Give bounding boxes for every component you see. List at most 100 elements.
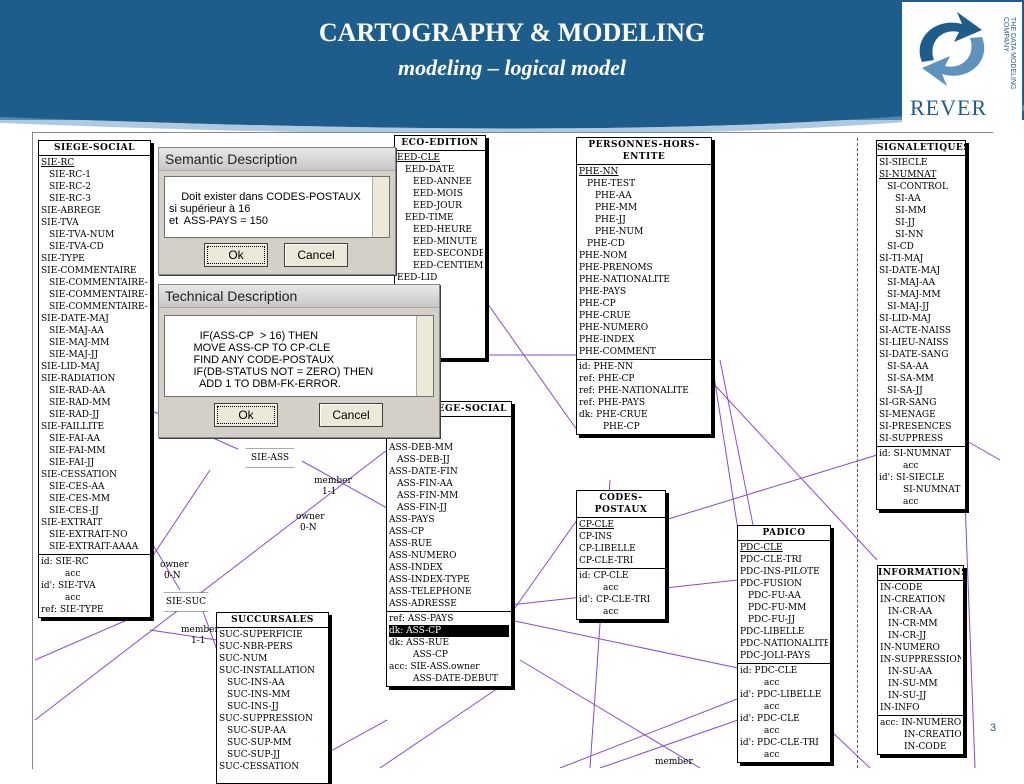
attribute-row[interactable]: SIE-MAJ-AA	[49, 326, 104, 336]
attribute-row[interactable]: ASS-RUE	[389, 539, 432, 549]
attribute-row[interactable]: ASS-PAYS	[389, 515, 435, 525]
attribute-row[interactable]: PHE-AA	[595, 191, 632, 201]
attribute-row[interactable]: EED-TIME	[405, 213, 454, 223]
attribute-row[interactable]: ASS-FIN-MM	[397, 491, 459, 501]
attribute-row[interactable]: IN-NUMERO	[880, 643, 940, 653]
attribute-row[interactable]: SIE-DATE-MAJ	[41, 314, 109, 324]
attribute-row[interactable]: CP-CLE-TRI	[579, 556, 634, 566]
semantic-description-dialog[interactable]: Semantic Description Doit exister dans C…	[158, 147, 396, 275]
key-row[interactable]: IN-CREATION	[904, 730, 961, 740]
attribute-row[interactable]: ASS-ADRESSE	[389, 599, 457, 609]
attribute-row[interactable]: IN-SUPPRESSION	[880, 655, 961, 665]
attribute-row[interactable]: PHE-NOM	[579, 251, 628, 261]
attribute-row[interactable]: SUC-INSTALLATION	[219, 666, 316, 676]
attribute-row[interactable]: SIE-EXTRAIT	[41, 518, 103, 528]
attribute-row[interactable]: IN-CREATION	[880, 595, 946, 605]
attribute-row[interactable]: SI-SA-MM	[887, 374, 934, 384]
key-row[interactable]: acc	[603, 607, 619, 617]
attribute-row[interactable]: SI-CD	[887, 242, 914, 252]
attribute-row[interactable]: PDC-CLE-TRI	[740, 555, 802, 565]
attribute-row[interactable]: SI-ACTE-NAISS	[879, 326, 952, 336]
key-row[interactable]: ASS-CP	[413, 650, 448, 660]
attribute-row[interactable]: IN-SU-MM	[888, 679, 938, 689]
attribute-row[interactable]: SIE-COMMENTAIRE-2	[49, 290, 148, 300]
technical-description-dialog[interactable]: Technical Description IF(ASS-CP > 16) TH…	[158, 284, 440, 438]
attribute-row[interactable]: IN-SU-JJ	[888, 691, 927, 701]
key-row[interactable]: acc: SIE-ASS.owner	[389, 662, 480, 672]
attribute-row[interactable]: SUC-SUPPRESSION	[219, 714, 313, 724]
attribute-row[interactable]: ASS-DATE-FIN	[389, 467, 458, 477]
attribute-row[interactable]: PDC-INS-PILOTE	[740, 567, 820, 577]
attribute-row[interactable]: ASS-NUMERO	[389, 551, 457, 561]
attribute-row[interactable]: EED-JOUR	[413, 201, 462, 211]
attribute-row[interactable]: SIE-MAJ-JJ	[49, 350, 99, 360]
attribute-row[interactable]: PDC-FU-JJ	[748, 615, 796, 625]
cancel-button[interactable]: Cancel	[319, 403, 383, 427]
semantic-description-textarea[interactable]: Doit exister dans CODES-POSTAUX si supér…	[164, 176, 390, 238]
attribute-row[interactable]: PDC-CLE	[740, 543, 783, 553]
key-row[interactable]: acc	[903, 497, 919, 507]
attribute-row[interactable]: SIE-CES-AA	[49, 482, 105, 492]
attribute-row[interactable]: SUC-SUP-MM	[227, 738, 292, 748]
attribute-row[interactable]: SUC-CESSATION	[219, 762, 300, 772]
attribute-row[interactable]: SI-MAJ-JJ	[887, 302, 930, 312]
attribute-row[interactable]: EED-DATE	[405, 165, 455, 175]
ok-button[interactable]: Ok	[204, 243, 268, 267]
key-row[interactable]: acc	[603, 583, 619, 593]
attribute-row[interactable]: ASS-DEB-JJ	[397, 455, 450, 465]
attribute-row[interactable]: SIE-TVA	[41, 218, 79, 228]
attribute-row[interactable]: CP-LIBELLE	[579, 544, 636, 554]
attribute-row[interactable]: CP-INS	[579, 532, 613, 542]
key-row[interactable]: id': SIE-TVA	[41, 581, 96, 591]
key-row[interactable]: dk: PHE-CRUE	[579, 410, 648, 420]
attribute-row[interactable]: SI-SA-AA	[887, 362, 929, 372]
attribute-row[interactable]: PDC-FU-AA	[748, 591, 801, 601]
attribute-row[interactable]: PDC-JOLI-PAYS	[740, 651, 811, 661]
attribute-row[interactable]: SI-SUPPRESS	[879, 434, 944, 444]
attribute-row[interactable]: SIE-COMMENTAIRE-1	[49, 278, 148, 288]
attribute-row[interactable]: PDC-FU-MM	[748, 603, 807, 613]
attribute-row[interactable]: SI-DATE-MAJ	[879, 266, 941, 276]
attribute-row[interactable]: EED-ANNEE	[413, 177, 472, 187]
key-row[interactable]: SI-NUMNAT	[903, 485, 961, 495]
technical-description-textarea[interactable]: IF(ASS-CP > 16) THEN MOVE ASS-CP TO CP-C…	[164, 315, 434, 397]
attribute-row[interactable]: SIE-TVA-CD	[49, 242, 104, 252]
attribute-row[interactable]: SIE-EXTRAIT-AAAA	[49, 542, 139, 552]
attribute-row[interactable]: SIE-LID-MAJ	[41, 362, 100, 372]
attribute-row[interactable]: IN-SU-AA	[888, 667, 933, 677]
attribute-row[interactable]: SI-SA-JJ	[887, 386, 923, 396]
key-row[interactable]: id': SI-SIECLE	[879, 473, 945, 483]
attribute-row[interactable]: SIE-TVA-NUM	[49, 230, 115, 240]
attribute-row[interactable]: SIE-FAI-MM	[49, 446, 106, 456]
attribute-row[interactable]: PHE-NUMERO	[579, 323, 649, 333]
cancel-button[interactable]: Cancel	[284, 243, 348, 267]
vertical-scrollbar[interactable]	[372, 177, 389, 237]
attribute-row[interactable]: SI-MM	[895, 206, 927, 216]
attribute-row[interactable]: SI-TI-MAJ	[879, 254, 924, 264]
entity-ass-siege-social[interactable]: SIEGE-SOCIAL DEBUTAAASS-DEB-MMASS-DEB-JJ…	[386, 401, 512, 687]
attribute-row[interactable]: SI-MAJ-MM	[887, 290, 941, 300]
attribute-row[interactable]: EED-CENTIEME	[413, 261, 483, 271]
key-row[interactable]: ref: PHE-NATIONALITE	[579, 386, 689, 396]
attribute-row[interactable]: SIE-RADIATION	[41, 374, 116, 384]
attribute-row[interactable]: EED-CLE	[397, 153, 440, 163]
attribute-row[interactable]: EED-MOIS	[413, 189, 463, 199]
attribute-row[interactable]: PHE-PAYS	[579, 287, 627, 297]
attribute-row[interactable]: SIE-ABREGE	[41, 206, 101, 216]
vertical-scrollbar[interactable]	[416, 316, 433, 396]
attribute-row[interactable]: PHE-JJ	[595, 215, 626, 225]
attribute-row[interactable]: PHE-CRUE	[579, 311, 631, 321]
attribute-row[interactable]: IN-CODE	[880, 583, 923, 593]
key-row[interactable]: acc	[65, 593, 81, 603]
attribute-row[interactable]: PDC-FUSION	[740, 579, 803, 589]
key-row[interactable]: id': CP-CLE-TRI	[579, 595, 651, 605]
attribute-row[interactable]: SI-LID-MAJ	[879, 314, 932, 324]
attribute-row[interactable]: PHE-COMMENT	[579, 347, 656, 357]
key-row[interactable]: dk: ASS-CP	[389, 625, 509, 637]
key-row[interactable]: ref: ASS-PAYS	[389, 614, 454, 624]
attribute-row[interactable]: SI-NN	[895, 230, 924, 240]
key-row[interactable]: IN-CODE	[904, 742, 947, 752]
